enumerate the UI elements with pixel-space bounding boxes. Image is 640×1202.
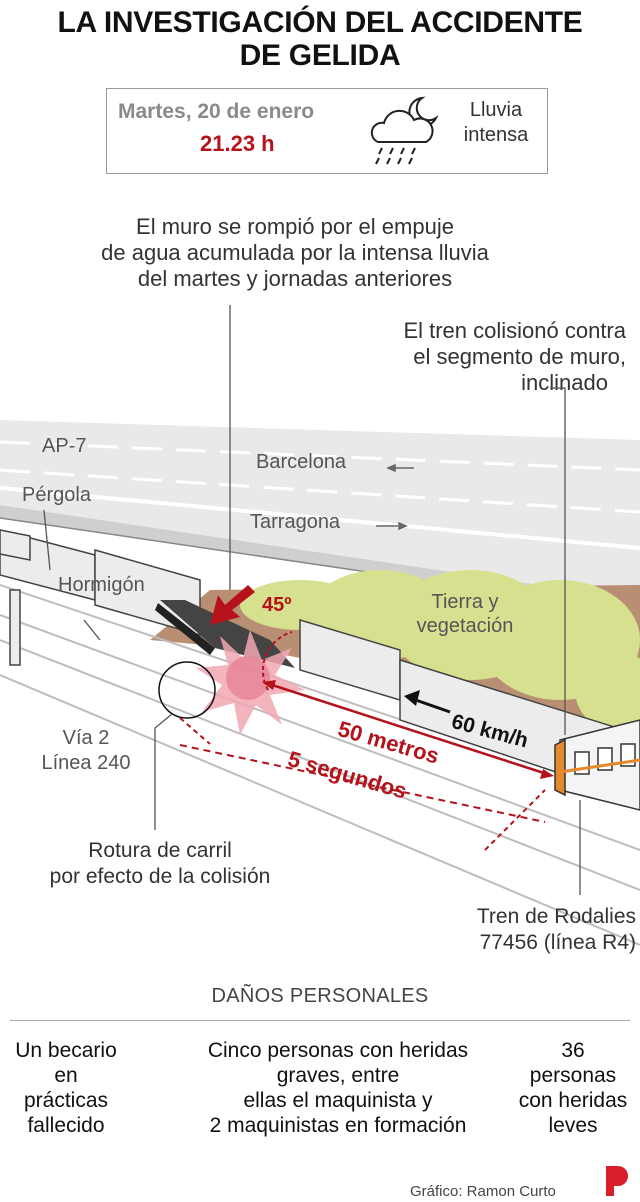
damages-title: DAÑOS PERSONALES xyxy=(211,985,429,1007)
angle-label: 45º xyxy=(262,594,292,616)
highway-surface xyxy=(0,420,640,600)
info-box xyxy=(106,88,548,174)
direction-barcelona: Barcelona xyxy=(256,451,347,473)
train xyxy=(554,719,640,811)
event-time: 21.23 h xyxy=(200,131,275,156)
pergola-label: Pérgola xyxy=(22,484,91,506)
damage-minor: 36 personas con heridas leves xyxy=(518,1039,628,1137)
train-annotation: Tren de Rodalies 77456 (línea R4) xyxy=(476,905,636,954)
rail-break-annotation: Rotura de carril por efecto de la colisi… xyxy=(49,839,271,888)
damage-deceased: Un becario en prácticas fallecido xyxy=(15,1039,117,1137)
impact-burst xyxy=(196,630,305,735)
wall-annotation: El muro se rompió por el empuje de agua … xyxy=(101,214,489,291)
page-title: LA INVESTIGACIÓN DEL ACCIDENTE DE GELIDA xyxy=(57,6,583,72)
collision-annotation: El tren colisionó contra el segmento de … xyxy=(403,318,626,395)
direction-tarragona: Tarragona xyxy=(250,511,341,533)
cloud-rain-moon-icon xyxy=(370,96,439,165)
weather-label: Lluvia intensa xyxy=(463,99,529,146)
push-arrow xyxy=(210,585,255,625)
graphic-credit: Gráfico: Ramon Curto xyxy=(410,1183,556,1200)
damages-divider xyxy=(10,1020,630,1021)
publisher-logo-icon xyxy=(606,1166,628,1196)
rail-break-marker xyxy=(158,661,216,719)
event-date: Martes, 20 de enero xyxy=(118,100,315,123)
fallen-wall-segment xyxy=(160,600,295,668)
soil-label: Tierra y vegetación xyxy=(416,591,514,637)
pergola xyxy=(0,529,96,666)
track-label: Vía 2 Línea 240 xyxy=(41,727,131,774)
concrete-label: Hormigón xyxy=(58,574,145,596)
highway-label: AP-7 xyxy=(42,435,87,457)
vegetation-area xyxy=(240,570,640,730)
damage-serious: Cinco personas con heridas graves, entre… xyxy=(207,1039,469,1137)
